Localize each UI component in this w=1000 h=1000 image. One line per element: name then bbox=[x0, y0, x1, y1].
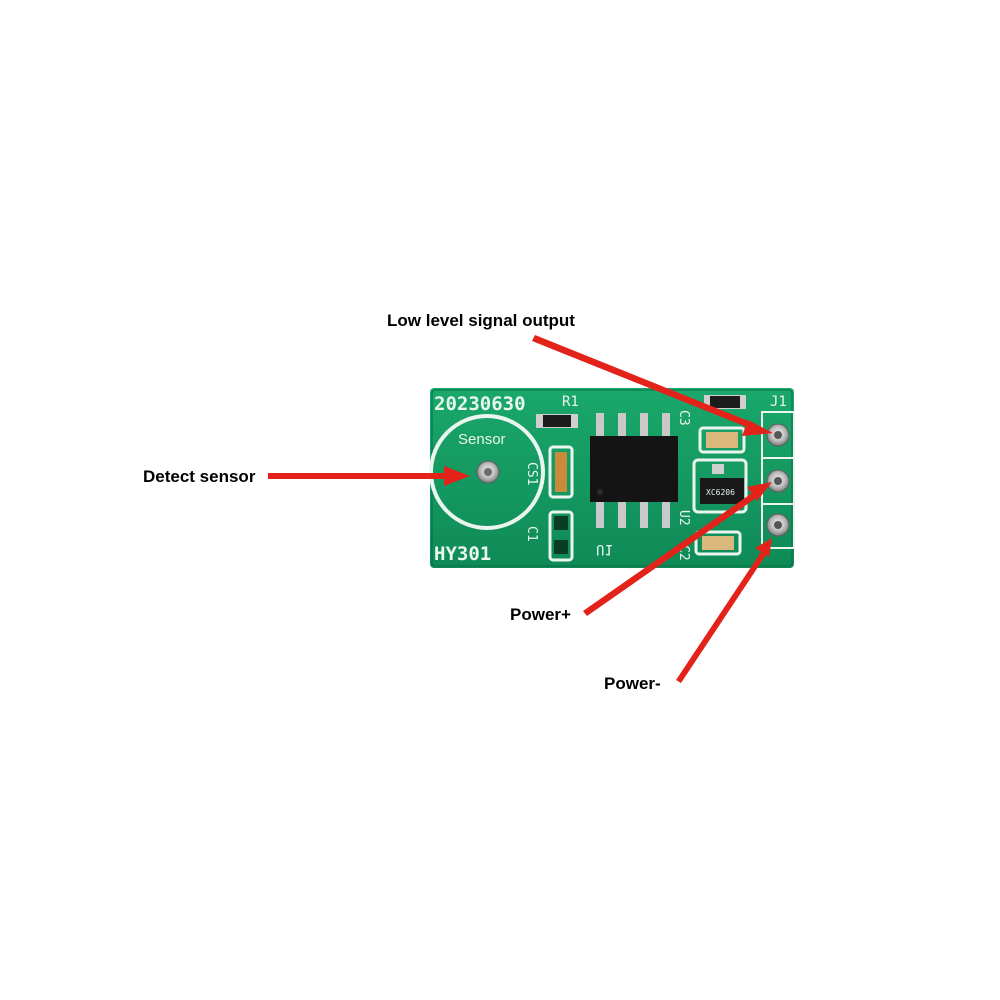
ic-chip: U1 bbox=[590, 413, 678, 557]
ref-u1: U1 bbox=[596, 541, 613, 557]
ref-cs1: CS1 bbox=[524, 462, 539, 485]
capacitor-c3: C3 bbox=[676, 395, 746, 454]
chip-marking: XC6206 bbox=[706, 488, 735, 497]
arrow-power-plus bbox=[583, 482, 772, 616]
capacitor-c1: C1 bbox=[524, 510, 574, 562]
ref-j1: J1 bbox=[770, 394, 787, 410]
capacitor-cs1: CS1 bbox=[524, 445, 574, 499]
sensor-area: Sensor bbox=[429, 414, 545, 530]
label-signal-output: Low level signal output bbox=[387, 311, 575, 330]
arrow-power-minus bbox=[676, 538, 772, 683]
header-j1 bbox=[761, 411, 795, 549]
arrow-detect-sensor bbox=[268, 466, 470, 486]
ref-c3: C3 bbox=[676, 410, 691, 426]
label-power-minus: Power- bbox=[604, 674, 661, 693]
ref-u2: U2 bbox=[676, 510, 691, 526]
ref-c1: C1 bbox=[524, 526, 539, 542]
ref-r1: R1 bbox=[562, 394, 579, 410]
regulator-u2: XC6206 U2 bbox=[676, 458, 748, 526]
resistor-r1 bbox=[536, 414, 578, 428]
label-detect-sensor: Detect sensor bbox=[143, 467, 256, 486]
callout-arrows bbox=[268, 335, 773, 683]
date-code: 20230630 bbox=[434, 393, 526, 415]
sensor-label: Sensor bbox=[458, 431, 506, 448]
model-label: HY301 bbox=[434, 543, 491, 565]
label-power-plus: Power+ bbox=[510, 605, 571, 624]
pcb-board: 20230630 R1 J1 HY301 Sensor CS1 C1 bbox=[429, 388, 795, 568]
arrow-signal-output bbox=[532, 335, 773, 436]
